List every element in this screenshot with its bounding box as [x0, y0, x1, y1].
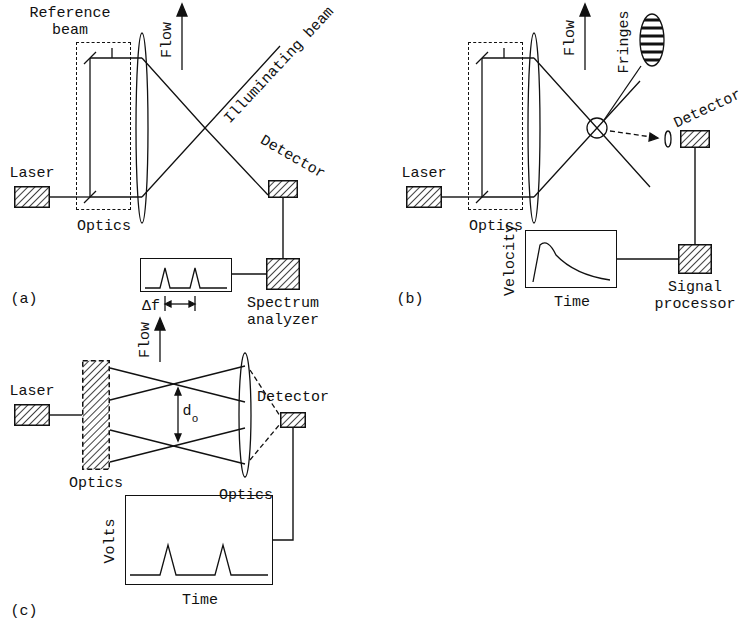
- hatch-fill: [266, 258, 300, 290]
- optics-box: Optics: [76, 42, 131, 210]
- annotation-label: (a): [10, 292, 37, 309]
- annotation-label: Flow: [563, 20, 580, 56]
- hatch-fill: [406, 186, 442, 208]
- node-label: Laser: [401, 166, 446, 183]
- hatch-fill: [82, 360, 110, 470]
- node-label: Laser: [9, 384, 54, 401]
- node-label: Detector: [257, 133, 328, 183]
- display-box: VelocityTime: [525, 230, 617, 288]
- display-box: Δf: [140, 258, 232, 292]
- hatch-fill: [680, 130, 710, 148]
- signal-wire: [282, 198, 283, 258]
- node-label: Signal processor: [650, 280, 740, 313]
- node-label: Laser: [9, 166, 54, 183]
- annotation-label: Flow: [138, 322, 155, 358]
- hatched-unit: Laser: [406, 186, 442, 208]
- hatch-fill: [280, 412, 306, 428]
- node-label: Velocity: [503, 224, 520, 296]
- hatch-fill: [14, 404, 50, 426]
- hatched-unit: Spectrum analyzer: [266, 258, 300, 290]
- signal-wire: [232, 273, 266, 274]
- hatch-fill: [678, 244, 712, 274]
- display-box: VoltsTime: [125, 495, 273, 585]
- signal-wire: [50, 414, 82, 415]
- hatch-fill: [14, 186, 50, 208]
- node-label: Time: [182, 593, 218, 610]
- hatched-unit: Detector: [280, 412, 306, 428]
- hatch-fill: [268, 180, 298, 198]
- node-label: Detector: [672, 87, 744, 132]
- hatched-unit: Detector: [680, 130, 710, 148]
- node-label: Volts: [103, 518, 120, 563]
- annotation-label: Fringes: [617, 10, 634, 73]
- signal-wire: [50, 196, 76, 197]
- signal-wire: [273, 428, 293, 540]
- node-label: Optics: [77, 219, 131, 236]
- node-label: Time: [554, 295, 590, 312]
- hatched-unit: Laser: [14, 404, 50, 426]
- annotation-label: (c): [10, 604, 37, 621]
- annotation-label: Flow: [160, 22, 177, 58]
- signal-wire: [617, 258, 678, 259]
- node-label: Spectrum analyzer: [238, 296, 328, 329]
- annotation-label: Optics: [219, 488, 273, 505]
- hatched-unit: Laser: [14, 186, 50, 208]
- signal-wire: [442, 196, 468, 197]
- annotation-label: d: [182, 404, 191, 421]
- hatched-unit: Detector: [268, 180, 298, 198]
- hatched-unit: Signal processor: [678, 244, 712, 274]
- optics-box: Optics: [468, 42, 523, 210]
- node-label: Optics: [69, 476, 123, 493]
- annotation-label: Illuminating beam: [222, 4, 338, 127]
- signal-wire: [694, 148, 695, 244]
- annotation-label: (b): [396, 292, 423, 309]
- annotation-label: Reference beam: [23, 6, 118, 39]
- node-label: Detector: [257, 390, 329, 407]
- hatched-unit: Optics: [82, 360, 110, 470]
- annotation-label: o: [192, 413, 199, 425]
- node-label: Δf: [142, 299, 160, 316]
